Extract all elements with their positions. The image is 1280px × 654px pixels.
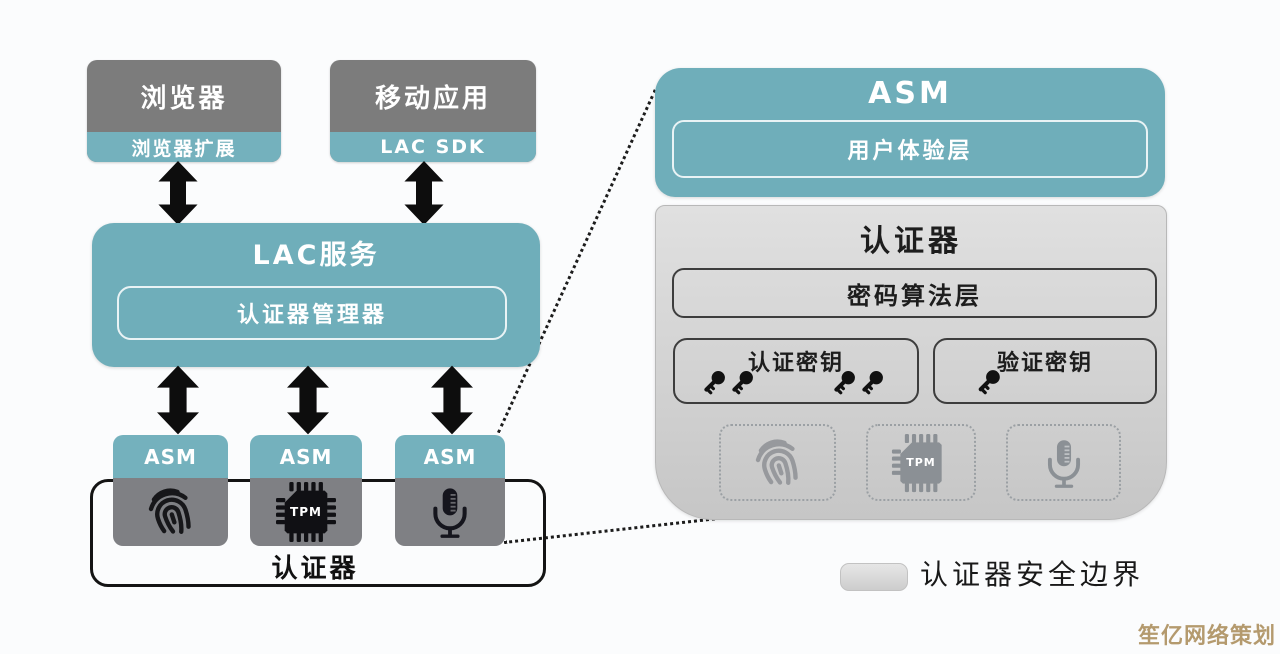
lac-sdk-strip: LAC SDK <box>330 132 536 162</box>
asm-label: ASM <box>144 444 197 469</box>
key-icon <box>704 371 725 395</box>
tpm-chip-icon: TPM <box>890 432 952 494</box>
browser-extension-strip: 浏览器扩展 <box>87 132 281 162</box>
tpm-chip-text: TPM <box>906 456 936 469</box>
asm-header: ASM <box>113 435 228 478</box>
double-arrow-icon <box>158 161 198 225</box>
asm-label: ASM <box>279 444 333 469</box>
asm-header: ASM <box>250 435 362 478</box>
authenticator-manager-box: 认证器管理器 <box>117 286 507 340</box>
browser-box: 浏览器 浏览器扩展 <box>87 60 281 162</box>
sensor-slot-fingerprint <box>719 424 836 501</box>
fingerprint-icon <box>755 438 798 485</box>
double-arrow-icon <box>404 161 444 225</box>
sensor-slot-tpm: TPM <box>866 424 976 501</box>
authenticator-manager-label: 认证器管理器 <box>236 303 387 328</box>
asm-detail-title: ASM <box>868 75 952 111</box>
asm-body <box>395 478 505 546</box>
ux-layer-box: 用户体验层 <box>672 120 1148 178</box>
ux-layer-label: 用户体验层 <box>847 139 973 164</box>
authenticator-boundary-label: 认证器 <box>271 554 359 584</box>
double-arrow-icon <box>431 365 473 435</box>
fingerprint-icon <box>148 488 191 534</box>
asm-label: ASM <box>423 444 477 469</box>
legend-boundary-label: 认证器安全边界 <box>920 558 1145 591</box>
key-icon <box>862 371 883 395</box>
asm-header: ASM <box>395 435 505 478</box>
key-icon <box>978 370 1000 395</box>
tpm-chip-text: TPM <box>290 505 322 519</box>
sensor-slot-microphone <box>1006 424 1121 501</box>
crypto-layer-box: 密码算法层 <box>672 268 1157 318</box>
key-icon <box>732 371 753 395</box>
legend-boundary-swatch <box>840 563 908 591</box>
asm-body: TPM <box>250 478 362 546</box>
verify-key-label: 验证密钥 <box>996 351 1093 376</box>
auth-key-box: 认证密钥 <box>673 338 919 404</box>
asm-stack-fingerprint: ASM <box>113 435 228 546</box>
double-arrow-icon <box>287 365 329 435</box>
verify-key-box: 验证密钥 <box>933 338 1157 404</box>
mobile-app-box: 移动应用 LAC SDK <box>330 60 536 162</box>
lac-service-box: LAC服务 认证器管理器 <box>92 223 540 367</box>
tpm-chip-icon: TPM <box>274 480 338 544</box>
asm-stack-tpm: ASM TPM <box>250 435 362 546</box>
key-icon <box>834 371 855 395</box>
microphone-icon <box>1047 439 1080 488</box>
authenticator-detail-box: 认证器 密码算法层 认证密钥 验证密钥 <box>655 205 1167 520</box>
auth-key-label: 认证密钥 <box>747 351 844 376</box>
watermark: 笙亿网络策划 <box>1138 624 1277 649</box>
authenticator-detail-title: 认证器 <box>860 224 962 259</box>
asm-body <box>113 478 228 546</box>
lac-service-title: LAC服务 <box>252 239 380 271</box>
asm-detail-box: ASM 用户体验层 <box>655 68 1165 197</box>
mobile-app-title: 移动应用 <box>374 83 491 114</box>
double-arrow-icon <box>157 365 199 435</box>
asm-stack-microphone: ASM <box>395 435 505 546</box>
crypto-layer-label: 密码算法层 <box>847 281 982 310</box>
browser-title: 浏览器 <box>140 83 228 114</box>
microphone-icon <box>433 488 467 538</box>
